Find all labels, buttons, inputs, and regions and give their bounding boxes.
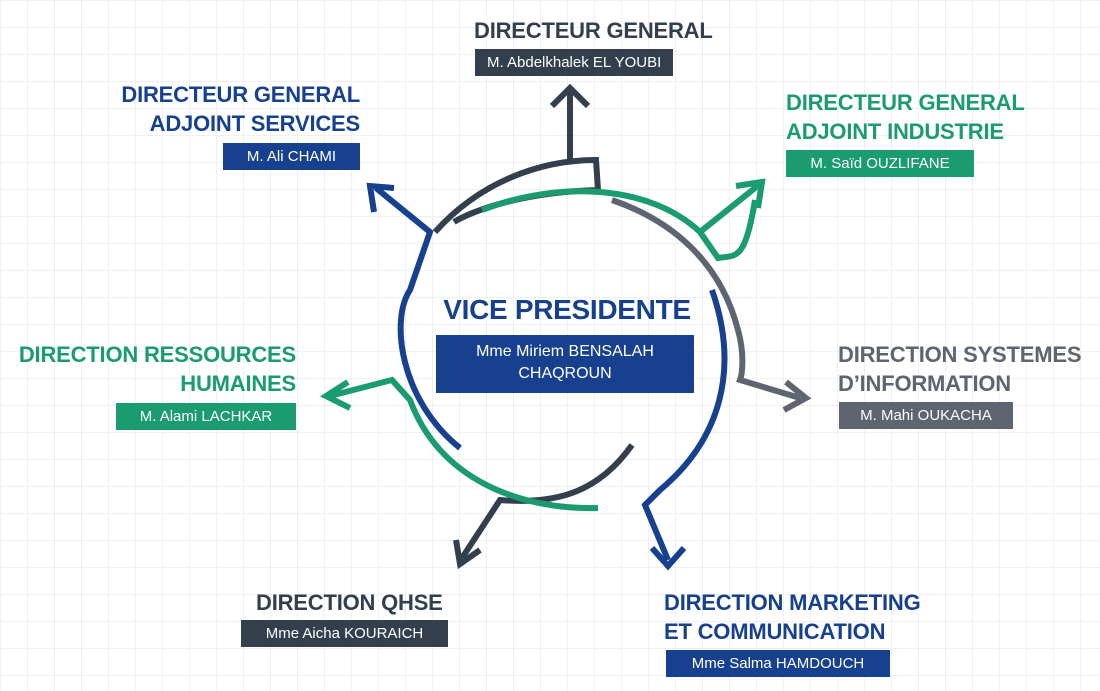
cycle-arc-green-left [329,376,599,512]
dga-services-title-line2: ADJOINT SERVICES [149,111,361,136]
rh-title-line1: DIRECTION RESSOURCES [18,342,296,367]
arrow-to-marketing-head [649,546,687,571]
si-title-line2: D’INFORMATION [838,371,1011,396]
center-title: VICE PRESIDENTE [443,294,691,325]
qhse-title: DIRECTION QHSE [256,590,443,615]
dga-industrie-title-line1: DIRECTEUR GENERAL [786,90,1025,115]
qhse-name: Mme Aicha KOURAICH [241,620,448,647]
marketing-title-line1: DIRECTION MARKETING [664,590,921,615]
cycle-arc-top-dark [432,156,602,235]
cycle-arc-grey [611,197,801,401]
center-name-line1: Mme Miriem BENSALAH [476,343,654,360]
center-name-line2: CHAQROUN [518,365,612,382]
dga-industrie-title-line2: ADJOINT INDUSTRIE [786,119,1004,144]
arrow-to-si-head [782,379,812,413]
rh-title-line2: HUMAINES [180,371,296,396]
arrow-to-directeur-general-head [549,83,591,109]
cycle-arc-green-upper [480,188,758,262]
dga-industrie-name: M. Saïd OUZLIFANE [786,150,974,177]
dga-services-name: M. Ali CHAMI [223,143,360,170]
center-name-box: Mme Miriem BENSALAH CHAQROUN [436,335,694,393]
marketing-name: Mme Salma HAMDOUCH [666,650,890,677]
arrow-to-dga-industrie [698,181,762,235]
rh-name: M. Alami LACHKAR [116,403,296,430]
directeur-general-name: M. Abdelkhalek EL YOUBI [475,49,674,76]
arrow-to-dga-industrie-head [735,178,766,209]
directeur-general-title: DIRECTEUR GENERAL [474,18,713,43]
si-name: M. Mahi OUKACHA [839,402,1013,429]
dga-services-title-line1: DIRECTEUR GENERAL [121,82,360,107]
cycle-arc-blue-right [641,289,728,562]
arrow-to-rh-head [319,379,352,411]
arrow-to-dga-services-head [366,182,395,213]
arrow-to-qhse-head [453,539,482,570]
cycle-arc-blue-left [374,185,462,451]
si-title-line1: DIRECTION SYSTEMES [838,342,1082,367]
marketing-title-line2: ET COMMUNICATION [664,619,886,644]
cycle-arc-bottom-dark [459,443,635,560]
